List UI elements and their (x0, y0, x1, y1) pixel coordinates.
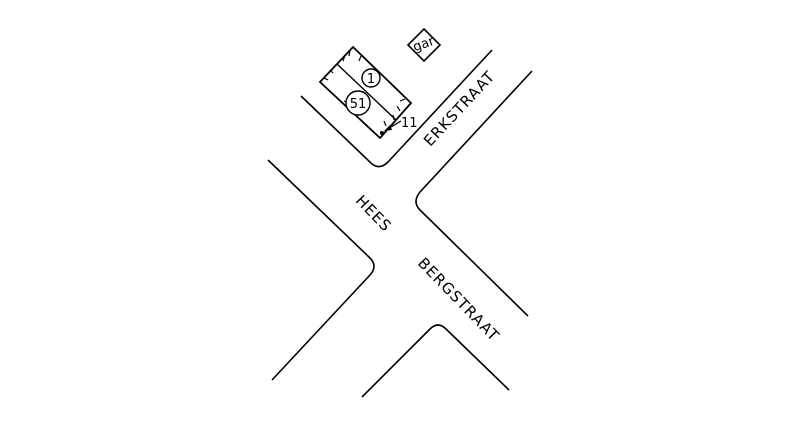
road-edge-south-west (267, 159, 375, 381)
house-number-51: 51 (350, 97, 367, 112)
house-number-1: 1 (367, 72, 375, 87)
house-number-circle (361, 68, 381, 88)
hatch-marks (323, 49, 406, 127)
garage: gar (406, 27, 442, 63)
road-edge-north-east (415, 70, 533, 317)
road-edge-south-east (361, 324, 510, 398)
street-label-hees: HEES (352, 192, 395, 236)
pointer-label: 11 (401, 116, 418, 131)
arrowhead-icon (384, 125, 392, 131)
point-marker (380, 131, 384, 135)
garage-label: gar (411, 34, 437, 56)
road-edge-north-west (300, 49, 493, 168)
street-label-erkstraat: ERKSTRAAT (420, 67, 499, 150)
building: 1 51 11 (318, 45, 418, 140)
house-number-circle (345, 90, 371, 116)
